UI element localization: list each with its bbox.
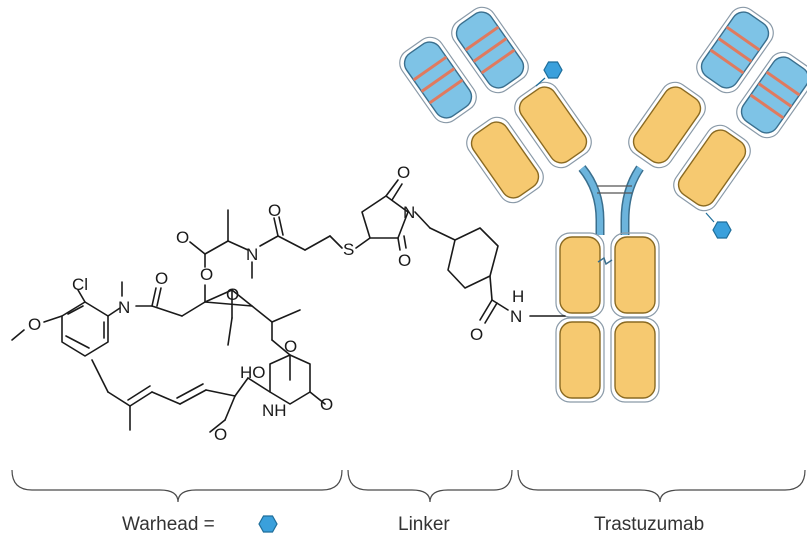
carbamate-nh-label: NH [262, 401, 287, 420]
ring-o-label: O [284, 337, 297, 356]
linker-brace [347, 469, 513, 503]
linker-caption: Linker [398, 514, 450, 535]
succinimide-o-top-label: O [397, 163, 410, 182]
propanoyl-o-label: O [268, 201, 281, 220]
succinimide-n-label: N [403, 203, 415, 222]
amide-h-label: H [512, 287, 524, 306]
antibody-trastuzumab [393, 1, 807, 403]
antibody-brace [517, 469, 806, 503]
fc-right-upper [610, 232, 660, 318]
fc-left-lower [555, 317, 605, 403]
fc-right-lower [610, 317, 660, 403]
methoxy-o-bottom-label: O [214, 425, 227, 444]
succinimide-o-bottom-label: O [398, 251, 411, 270]
carbamate-o-label: O [320, 395, 333, 414]
ester-carbonyl-o-label: O [176, 228, 189, 247]
epoxide-o-label: O [226, 285, 239, 304]
chemical-structure [11, 179, 566, 433]
methoxy-o-left-label: O [28, 315, 41, 334]
warhead-caption: Warhead = [122, 514, 215, 535]
amide-n-label: N [118, 298, 130, 317]
ester-o-label: O [200, 265, 213, 284]
amide-o-label: O [155, 269, 168, 288]
payload-hexagon-icon [543, 61, 563, 79]
chlorine-label: Cl [72, 275, 88, 294]
warhead-brace [11, 469, 343, 503]
hydroxyl-label: HO [240, 363, 266, 382]
sulfur-label: S [343, 240, 354, 259]
payload-hexagon-icon [712, 221, 732, 239]
fc-left-upper [555, 232, 605, 318]
n-methyl-label: N [246, 245, 258, 264]
amide-o2-label: O [470, 325, 483, 344]
warhead-hexagon-icon [258, 515, 278, 533]
antibody-caption: Trastuzumab [594, 514, 704, 535]
amide-n2-label: N [510, 307, 522, 326]
